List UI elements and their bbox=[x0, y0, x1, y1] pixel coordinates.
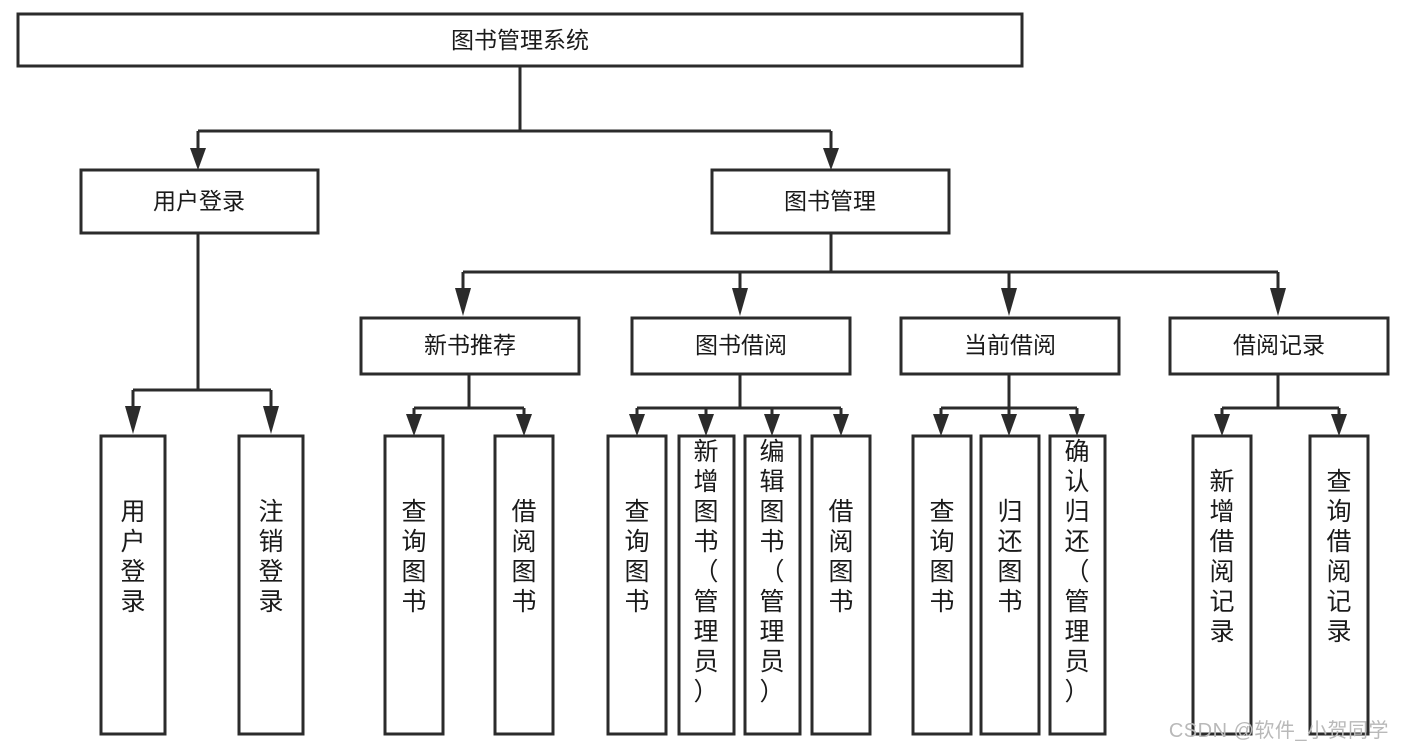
node-borrow-records-label: 借阅记录 bbox=[1233, 332, 1325, 358]
connector-root-to-level2 bbox=[190, 66, 839, 170]
connector-newbook-to-leaves bbox=[406, 374, 532, 436]
leaf-current-confirm-return-admin-label: 确认归还（管理员） bbox=[1064, 438, 1089, 706]
leaf-records-query-record[interactable]: 查询借阅记录 bbox=[1308, 434, 1370, 736]
node-book-management-label: 图书管理 bbox=[784, 188, 876, 214]
leaf-records-add-record-label: 新增借阅记录 bbox=[1209, 468, 1234, 646]
leaf-current-query-book[interactable]: 查询图书 bbox=[911, 434, 973, 736]
leaf-records-query-record-label: 查询借阅记录 bbox=[1326, 468, 1351, 646]
node-user-login[interactable]: 用户登录 bbox=[79, 168, 320, 235]
leaf-new-book-query-label: 查询图书 bbox=[401, 498, 426, 616]
leaf-borrow-edit-book-admin[interactable]: 编辑图书（管理员） bbox=[743, 434, 802, 736]
leaf-borrow-borrow-book[interactable]: 借阅图书 bbox=[810, 434, 872, 736]
leaf-current-return-book[interactable]: 归还图书 bbox=[979, 434, 1041, 736]
connector-userlogin-to-leaves bbox=[125, 233, 279, 434]
leaf-records-add-record[interactable]: 新增借阅记录 bbox=[1191, 434, 1253, 736]
connector-records-to-leaves bbox=[1214, 374, 1347, 436]
leaf-borrow-add-book-admin-label: 新增图书（管理员） bbox=[693, 438, 718, 706]
connector-current-to-leaves bbox=[933, 374, 1085, 436]
node-new-book-recommend[interactable]: 新书推荐 bbox=[359, 316, 581, 376]
node-new-book-recommend-label: 新书推荐 bbox=[424, 332, 516, 358]
leaf-borrow-edit-book-admin-label: 编辑图书（管理员） bbox=[759, 438, 784, 706]
node-current-borrow[interactable]: 当前借阅 bbox=[899, 316, 1121, 376]
leaf-current-query-book-label: 查询图书 bbox=[929, 498, 954, 616]
leaf-borrow-query-book[interactable]: 查询图书 bbox=[606, 434, 668, 736]
connector-bookmgmt-to-level3 bbox=[455, 233, 1286, 316]
node-book-management[interactable]: 图书管理 bbox=[710, 168, 951, 235]
node-borrow-records[interactable]: 借阅记录 bbox=[1168, 316, 1390, 376]
leaf-borrow-borrow-book-label: 借阅图书 bbox=[828, 498, 853, 616]
leaf-current-return-book-label: 归还图书 bbox=[997, 498, 1022, 616]
leaf-borrow-add-book-admin[interactable]: 新增图书（管理员） bbox=[677, 434, 736, 736]
leaf-borrow-query-book-label: 查询图书 bbox=[624, 498, 649, 616]
leaf-user-login-logout-label: 注销登录 bbox=[258, 498, 283, 616]
node-book-borrow-label: 图书借阅 bbox=[695, 332, 787, 358]
leaf-user-login-login[interactable]: 用户登录 bbox=[99, 434, 167, 736]
leaf-user-login-logout[interactable]: 注销登录 bbox=[237, 434, 305, 736]
leaf-user-login-login-label: 用户登录 bbox=[120, 498, 145, 616]
leaf-new-book-borrow[interactable]: 借阅图书 bbox=[493, 434, 555, 736]
connector-borrow-to-leaves bbox=[629, 374, 849, 436]
node-current-borrow-label: 当前借阅 bbox=[964, 332, 1056, 358]
node-book-borrow[interactable]: 图书借阅 bbox=[630, 316, 852, 376]
node-user-login-label: 用户登录 bbox=[153, 188, 245, 214]
node-root-system[interactable]: 图书管理系统 bbox=[16, 12, 1024, 68]
leaf-new-book-borrow-label: 借阅图书 bbox=[511, 498, 536, 616]
leaf-current-confirm-return-admin[interactable]: 确认归还（管理员） bbox=[1048, 434, 1107, 736]
node-root-system-label: 图书管理系统 bbox=[451, 27, 589, 53]
leaf-new-book-query[interactable]: 查询图书 bbox=[383, 434, 445, 736]
